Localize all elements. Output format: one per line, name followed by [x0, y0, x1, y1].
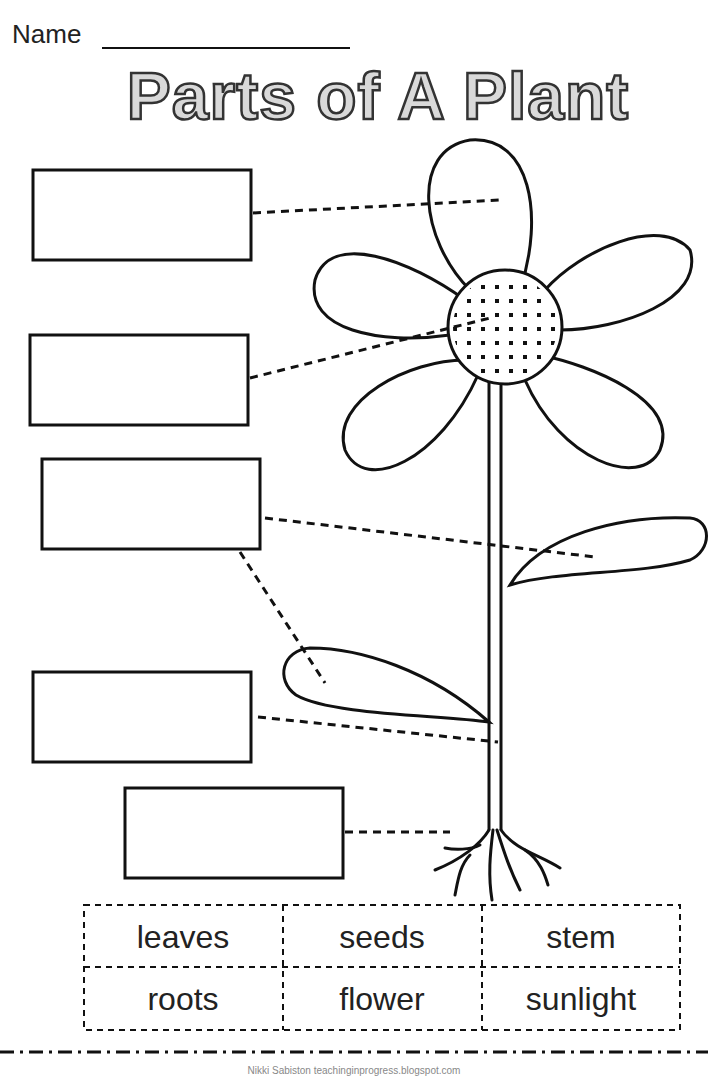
word-bank-cell: seeds [339, 920, 424, 955]
word-bank-cell: sunlight [526, 982, 636, 1017]
worksheet-title: Parts of A Plant [127, 60, 630, 133]
name-label: Name [12, 20, 81, 49]
word-bank-cell: roots [147, 982, 218, 1017]
word-bank-cell: leaves [137, 920, 230, 955]
word-bank-cell: stem [546, 920, 615, 955]
footer-credit: Nikki Sabiston teachinginprogress.blogsp… [248, 1065, 461, 1076]
word-bank-cell: flower [339, 982, 424, 1017]
